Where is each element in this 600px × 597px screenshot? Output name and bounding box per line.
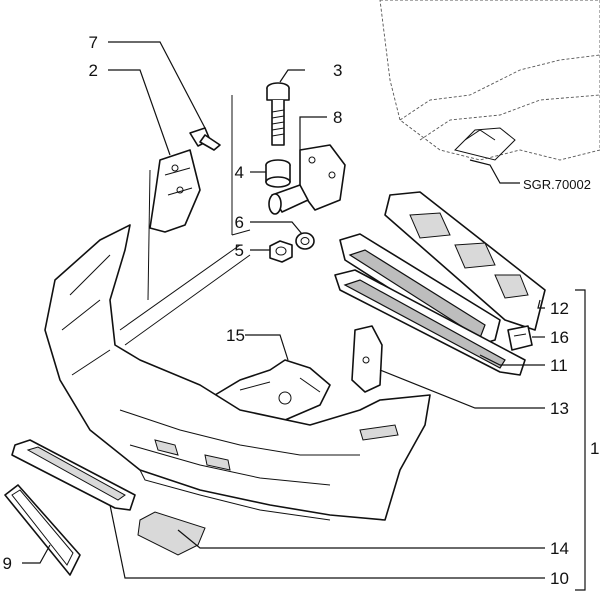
part-12-absorber — [384, 191, 546, 331]
callout-8: 8 — [333, 108, 342, 127]
callout-2: 2 — [89, 61, 98, 80]
callout-1: 1 — [590, 439, 599, 458]
callout-3: 3 — [333, 61, 342, 80]
part-4-spacer — [265, 159, 291, 188]
callout-13: 13 — [550, 399, 569, 418]
callout-11: 11 — [550, 356, 568, 375]
callout-labels: 7 2 3 8 4 6 5 15 12 16 11 13 1 14 10 9 S… — [3, 33, 600, 588]
callout-6: 6 — [235, 213, 244, 232]
part-3-bolt — [266, 82, 290, 146]
callout-15: 15 — [226, 326, 245, 345]
part-9-plate-holder — [4, 484, 81, 576]
callout-9: 9 — [3, 554, 12, 573]
part-1-bumper-shell — [44, 224, 431, 521]
callout-7: 7 — [89, 33, 98, 52]
part-13-side-bracket — [351, 325, 383, 393]
leader-lines — [22, 41, 586, 591]
callout-14: 14 — [550, 539, 569, 558]
part-11-grille — [334, 233, 526, 376]
part-7-screw — [189, 127, 221, 151]
part-16-clip — [507, 325, 533, 351]
part-10-trim-strip — [11, 439, 136, 511]
car-body-outline — [379, 0, 600, 161]
callout-10: 10 — [550, 569, 569, 588]
reference-code: SGR.70002 — [523, 177, 591, 192]
part-2-bracket — [149, 149, 201, 233]
callout-12: 12 — [550, 299, 569, 318]
part-5-nut — [269, 240, 293, 263]
part-8-pivot-bracket — [268, 144, 346, 215]
callout-5: 5 — [235, 241, 244, 260]
callout-4: 4 — [235, 163, 244, 182]
part-14-reflector — [137, 511, 206, 556]
callout-16: 16 — [550, 328, 569, 347]
part-6-washer — [295, 232, 315, 250]
